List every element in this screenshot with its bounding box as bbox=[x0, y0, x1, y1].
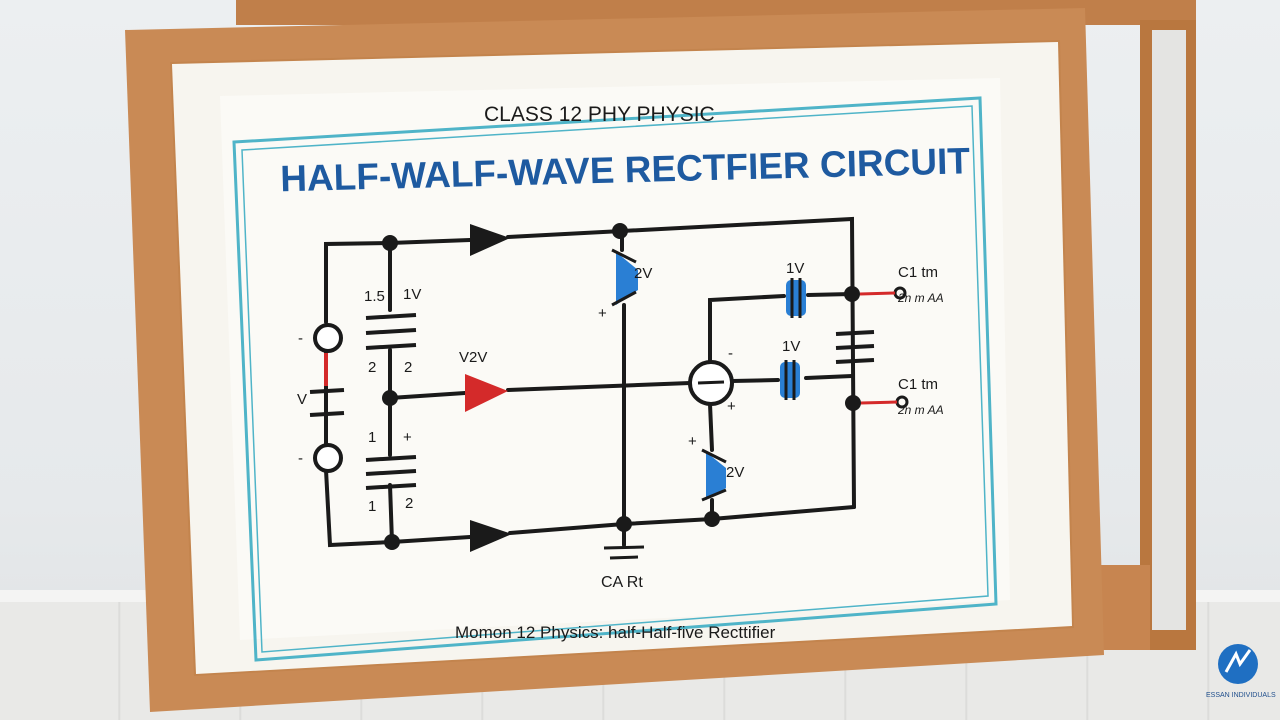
back-frame bbox=[236, 0, 1196, 650]
wire-left-lower bbox=[324, 468, 472, 548]
label-zener-bottom: 2V bbox=[726, 464, 744, 481]
label-zener-bottom-plus: + bbox=[688, 433, 697, 450]
label-out-bot-2: 2n m AA bbox=[897, 403, 944, 417]
logo-text: ESSAN INDIVIDUALS bbox=[1206, 692, 1276, 699]
junction-dot bbox=[845, 395, 861, 411]
zener-bottom-icon bbox=[701, 448, 727, 502]
source-top-icon bbox=[313, 323, 343, 353]
brand-logo: ESSAN INDIVIDUALS bbox=[1206, 644, 1276, 699]
diode-top-icon bbox=[470, 224, 510, 256]
circuit-diagram bbox=[324, 216, 856, 548]
label-src-v: V bbox=[297, 391, 307, 408]
label-out-top-2: 2n m AA bbox=[897, 291, 944, 305]
label-bat2-left: 1 bbox=[368, 429, 376, 446]
label-mid-diode: V2V bbox=[459, 349, 487, 366]
label-bat1-bot-left: 2 bbox=[368, 359, 376, 376]
label-zener-top: 2V bbox=[634, 265, 652, 282]
label-ground: CA Rt bbox=[601, 574, 643, 591]
label-source-minus: - bbox=[728, 345, 733, 362]
label-bat1-bot-right: 2 bbox=[404, 359, 412, 376]
wire-bat-column-3 bbox=[388, 483, 394, 544]
label-bat2-bot-right: 2 bbox=[405, 495, 413, 512]
label-cap-mid: 1V bbox=[782, 338, 800, 355]
battery-source-icon bbox=[309, 388, 345, 417]
wire-middle bbox=[388, 391, 467, 400]
junction-dot bbox=[612, 223, 628, 239]
output-lead-bottom bbox=[860, 400, 898, 405]
output-lead-top bbox=[859, 291, 896, 296]
label-bat2-bot-left: 1 bbox=[368, 498, 376, 515]
source-bottom-icon bbox=[313, 443, 343, 473]
junction-dot bbox=[844, 286, 860, 302]
wire-middle-3 bbox=[730, 378, 780, 383]
wire-right-col bbox=[708, 294, 786, 364]
wire-middle-4 bbox=[804, 374, 854, 380]
diode-middle-icon bbox=[465, 374, 508, 412]
label-bat2-plus: + bbox=[403, 429, 412, 446]
capacitor-top-icon bbox=[786, 278, 806, 318]
battery-stack-bottom-icon bbox=[365, 455, 417, 490]
label-cap-top: 1V bbox=[786, 260, 804, 277]
ground-icon bbox=[603, 545, 645, 560]
junction-dot bbox=[382, 235, 398, 251]
wire-right-col-3 bbox=[708, 402, 714, 452]
label-out-top-1: C1 tm bbox=[898, 264, 938, 281]
label-bat1-top-right: 1V bbox=[403, 286, 421, 303]
capacitor-mid-icon bbox=[780, 360, 800, 400]
label-src-minus-bottom: - bbox=[298, 450, 303, 467]
label-source-plus: + bbox=[727, 398, 736, 415]
battery-stack-top-icon bbox=[365, 313, 417, 350]
zener-top-icon bbox=[611, 248, 638, 307]
diode-bottom-icon bbox=[470, 520, 512, 552]
ac-source-line bbox=[697, 380, 725, 385]
poster-subtitle: CLASS 12 PHY PHYSIC bbox=[484, 103, 715, 126]
label-src-minus-top: - bbox=[298, 330, 303, 347]
junction-dot bbox=[382, 390, 398, 406]
wire-top bbox=[324, 238, 472, 252]
label-bat1-top: 1.5 bbox=[364, 288, 385, 305]
wire-middle-2 bbox=[506, 381, 692, 392]
label-zener-top-plus: + bbox=[598, 305, 607, 322]
logo-icon bbox=[1218, 644, 1258, 684]
junction-dot bbox=[704, 511, 720, 527]
junction-dot bbox=[616, 516, 632, 532]
label-out-bot-1: C1 tm bbox=[898, 376, 938, 393]
junction-dot bbox=[384, 534, 400, 550]
wire-bottom bbox=[508, 505, 856, 535]
battery-stack-right-icon bbox=[835, 330, 875, 364]
poster-caption: Momon 12 Physics: half-Half-five Recttif… bbox=[455, 623, 776, 642]
